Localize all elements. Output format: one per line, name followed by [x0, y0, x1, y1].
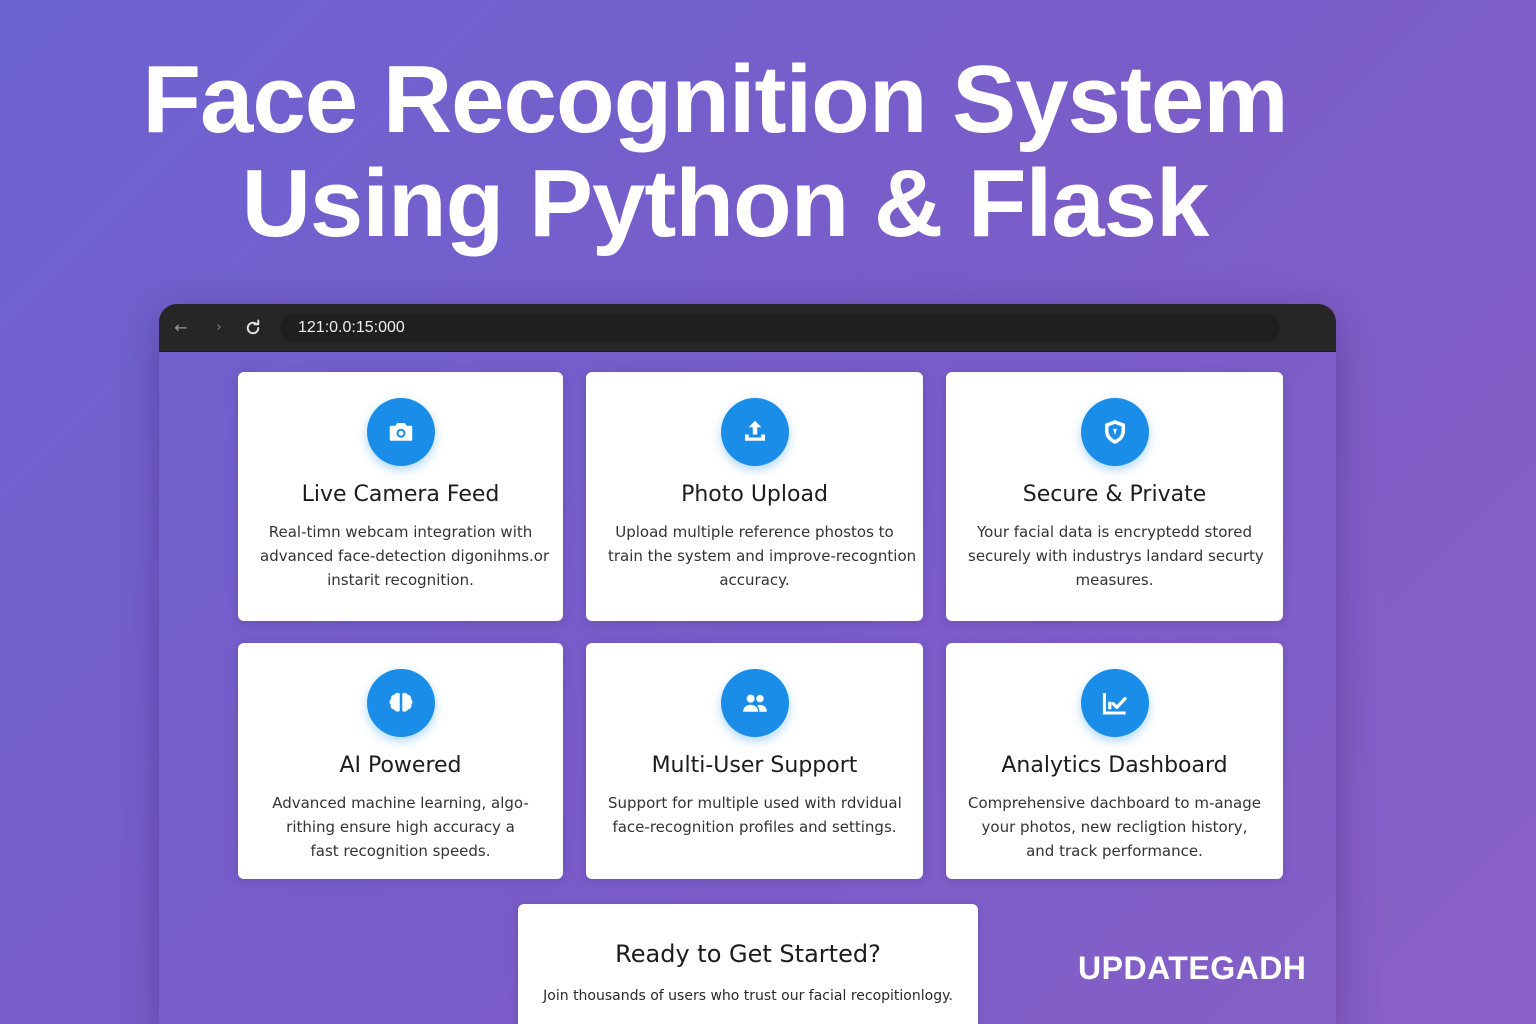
feature-description-line: advanced face-detection digonihms.or: [260, 547, 550, 565]
feature-description-line: rithing ensure high accuracy a: [286, 818, 515, 836]
feature-description: Advanced machine learning, algo- rithing…: [260, 791, 541, 863]
feature-description-line: measures.: [1075, 571, 1154, 589]
feature-icon-badge: [366, 669, 435, 737]
forward-arrow-icon[interactable]: ›: [216, 320, 222, 335]
feature-description: Real-timn webcam integration with advanc…: [260, 520, 550, 592]
feature-description-line: instarit recognition.: [327, 571, 474, 589]
feature-card-multi-user[interactable]: Multi-User Support Support for multiple …: [586, 643, 923, 879]
page-headline: Face Recognition System Using Python & F…: [0, 48, 1430, 256]
feature-description-line: train the system and improve-recogntion: [608, 547, 917, 565]
headline-line-2: Using Python & Flask: [241, 150, 1210, 257]
feature-description: Comprehensive dachboard to m-anage your …: [968, 791, 1261, 863]
feature-description-line: and track performance.: [1026, 842, 1203, 860]
cta-text: Join thousands of users who trust our fa…: [543, 988, 953, 1004]
feature-title: Photo Upload: [681, 482, 828, 507]
feature-title: Multi-User Support: [651, 753, 858, 778]
address-bar[interactable]: 121:0.0:15:000: [280, 314, 1280, 342]
feature-description: Support for multiple used with rdvidual …: [608, 791, 902, 839]
feature-card-analytics[interactable]: Analytics Dashboard Comprehensive dachbo…: [946, 643, 1283, 879]
feature-title: Analytics Dashboard: [1001, 753, 1228, 778]
feature-title: AI Powered: [339, 753, 462, 778]
feature-description-line: securely with industrys landard securty: [968, 547, 1264, 565]
feature-description-line: Upload multiple reference phostos to: [615, 523, 894, 541]
feature-description-line: Real-timn webcam integration with: [268, 523, 533, 541]
feature-card-live-camera[interactable]: Live Camera Feed Real-timn webcam integr…: [238, 372, 563, 621]
feature-description: Your facial data is encryptedd stored se…: [968, 520, 1264, 592]
feature-description: Upload multiple reference phostos to tra…: [608, 520, 917, 592]
feature-description-line: Advanced machine learning, algo-: [272, 794, 529, 812]
shield-icon: [1104, 420, 1125, 444]
feature-icon-badge: [366, 398, 435, 466]
feature-icon-badge: [1080, 398, 1149, 466]
headline-line-1: Face Recognition System: [142, 46, 1288, 153]
feature-description-line: Your facial data is encryptedd stored: [976, 523, 1253, 541]
browser-window: ← › 121:0.0:15:000 Live Camera Feed Real…: [159, 304, 1336, 1024]
feature-description-line: fast recognition speeds.: [310, 842, 491, 860]
analytics-icon: [1102, 693, 1127, 715]
feature-description-line: accuracy.: [719, 571, 790, 589]
cta-title: Ready to Get Started?: [615, 940, 881, 968]
feature-description-line: Comprehensive dachboard to m-anage: [968, 794, 1261, 812]
back-arrow-icon[interactable]: ←: [174, 318, 188, 337]
feature-card-ai-powered[interactable]: AI Powered Advanced machine learning, al…: [238, 643, 563, 879]
feature-description-line: Support for multiple used with rdvidual: [608, 794, 902, 812]
feature-icon-badge: [720, 669, 789, 737]
camera-icon: [389, 423, 412, 441]
feature-description-line: face-recognition profiles and settings.: [612, 818, 897, 836]
page-viewport: Live Camera Feed Real-timn webcam integr…: [159, 352, 1336, 1024]
browser-toolbar: ← › 121:0.0:15:000: [159, 304, 1336, 352]
upload-icon: [744, 420, 765, 441]
feature-description-line: your photos, new recligtion history,: [981, 818, 1248, 836]
brain-icon: [389, 692, 412, 712]
feature-title: Secure & Private: [1022, 482, 1207, 507]
watermark-logo: UPDATEGADH: [1078, 950, 1307, 986]
feature-title: Live Camera Feed: [301, 482, 500, 507]
feature-icon-badge: [720, 398, 789, 466]
feature-card-secure-private[interactable]: Secure & Private Your facial data is enc…: [946, 372, 1283, 621]
feature-card-photo-upload[interactable]: Photo Upload Upload multiple reference p…: [586, 372, 923, 621]
reload-icon[interactable]: [241, 316, 265, 340]
feature-icon-badge: [1080, 669, 1149, 737]
cta-card[interactable]: Ready to Get Started? Join thousands of …: [518, 904, 978, 1024]
users-icon: [742, 694, 767, 712]
